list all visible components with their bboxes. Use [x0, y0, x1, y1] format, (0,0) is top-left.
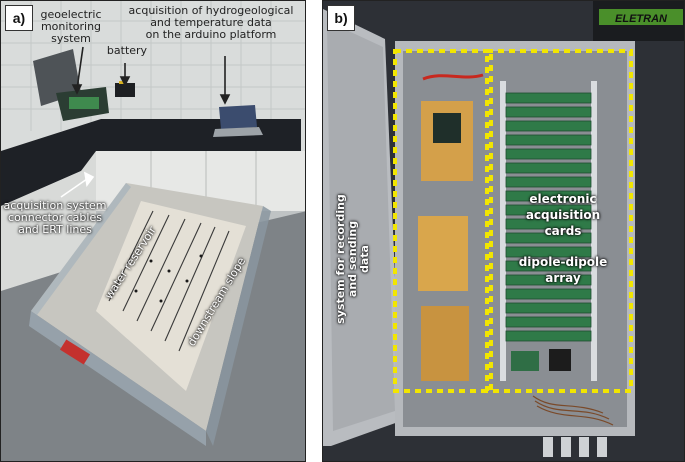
panel-b-photo: ELETRAN [322, 0, 685, 462]
panel-label-b: b) [327, 5, 355, 31]
annotation-battery: battery [106, 44, 148, 57]
panel-a-photo: a) geoelectric monitoring system battery… [0, 0, 306, 462]
annotation-arduino-acquisition: acquisition of hydrogeological and tempe… [128, 4, 294, 41]
highlight-box-acquisition [485, 49, 633, 393]
annotation-dipole-array: dipole-dipole array [518, 255, 608, 285]
electronics-box-scene: ELETRAN [323, 1, 684, 461]
lab-scene [1, 1, 305, 461]
annotation-monitoring-system: geoelectric monitoring system [40, 8, 102, 45]
panel-label-a: a) [5, 5, 33, 31]
annotation-recording-system: system for recording and sending data [334, 194, 371, 324]
highlight-box-recording [393, 49, 493, 393]
annotation-connector-cables: acquisition system connector cables and … [3, 199, 107, 236]
battery-brand-text: ELETRAN [615, 13, 668, 25]
annotation-acquisition-cards: electronic acquisition cards [525, 192, 601, 238]
